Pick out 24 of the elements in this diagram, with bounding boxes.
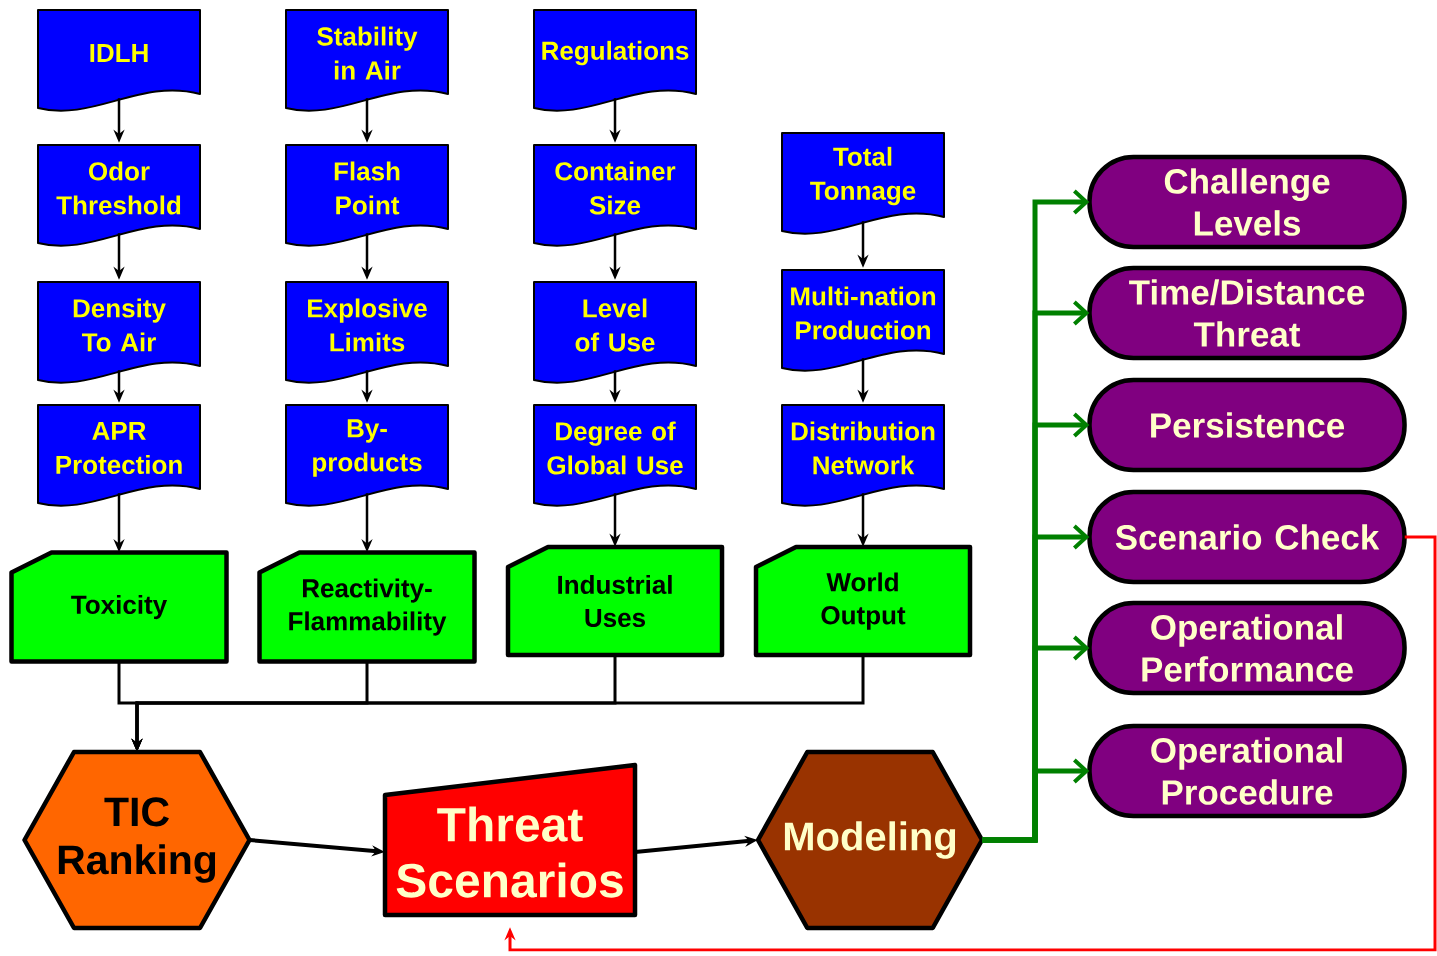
card-box: Industrial Uses xyxy=(505,544,725,658)
card-box: World Output xyxy=(753,544,973,658)
arrow xyxy=(982,758,1090,843)
card-box: Toxicity xyxy=(9,550,229,664)
document-box: Container Size xyxy=(533,144,697,247)
document-box: Odor Threshold xyxy=(37,144,201,247)
document-box: Flash Point xyxy=(285,144,449,247)
arrow xyxy=(504,535,1437,952)
document-box: Density To Air xyxy=(37,281,201,384)
hexagon: Modeling xyxy=(755,749,985,931)
document-box: Explosive Limits xyxy=(285,281,449,384)
document-box: Total Tonnage xyxy=(781,132,945,235)
document-box: Stability in Air xyxy=(285,9,449,112)
document-box: Multi-nation Production xyxy=(781,269,945,372)
document-box: Regulations xyxy=(533,9,697,112)
document-box: APR Protection xyxy=(37,404,201,507)
document-box: Level of Use xyxy=(533,281,697,384)
trapezoid-box: Threat Scenarios xyxy=(382,762,638,918)
card-box: Reactivity-Flammability xyxy=(257,550,477,664)
document-box: Degree of Global Use xyxy=(533,404,697,507)
document-box: Distribution Network xyxy=(781,404,945,507)
document-box: By-products xyxy=(285,404,449,507)
document-box: IDLH xyxy=(37,9,201,112)
hexagon: TIC Ranking xyxy=(22,749,252,931)
